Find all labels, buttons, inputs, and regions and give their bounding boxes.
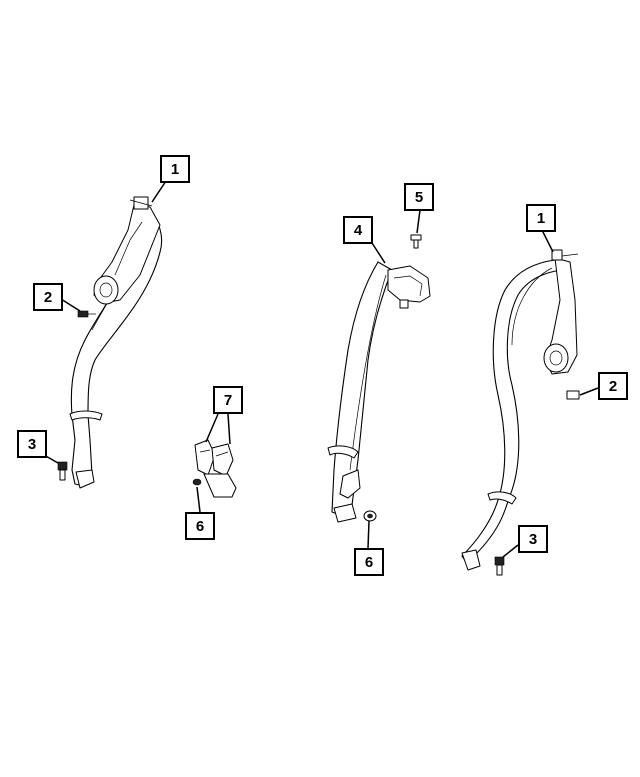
center-buckle-assembly	[192, 439, 237, 498]
callout-7: 7	[213, 386, 243, 414]
left-bolt-3	[57, 461, 68, 481]
callout-2-right: 2	[598, 372, 628, 400]
callout-1-left: 1	[160, 155, 190, 183]
center-belt-assembly	[327, 234, 431, 523]
callout-5: 5	[404, 183, 434, 211]
right-belt-assembly	[461, 249, 580, 576]
center-nut-6	[363, 510, 377, 522]
callout-3-left: 3	[17, 430, 47, 458]
callout-2-left: 2	[33, 283, 63, 311]
left-belt-assembly	[57, 196, 163, 489]
callout-4: 4	[343, 216, 373, 244]
right-bolt-2	[566, 390, 580, 400]
callout-6-center: 6	[354, 548, 384, 576]
leader-lines	[43, 180, 599, 558]
callout-6-left: 6	[185, 512, 215, 540]
callout-1-right: 1	[526, 204, 556, 232]
center-bolt-5	[410, 234, 422, 249]
right-bolt-3	[494, 556, 505, 576]
left-bolt-2	[77, 310, 96, 318]
callout-3-right: 3	[518, 525, 548, 553]
